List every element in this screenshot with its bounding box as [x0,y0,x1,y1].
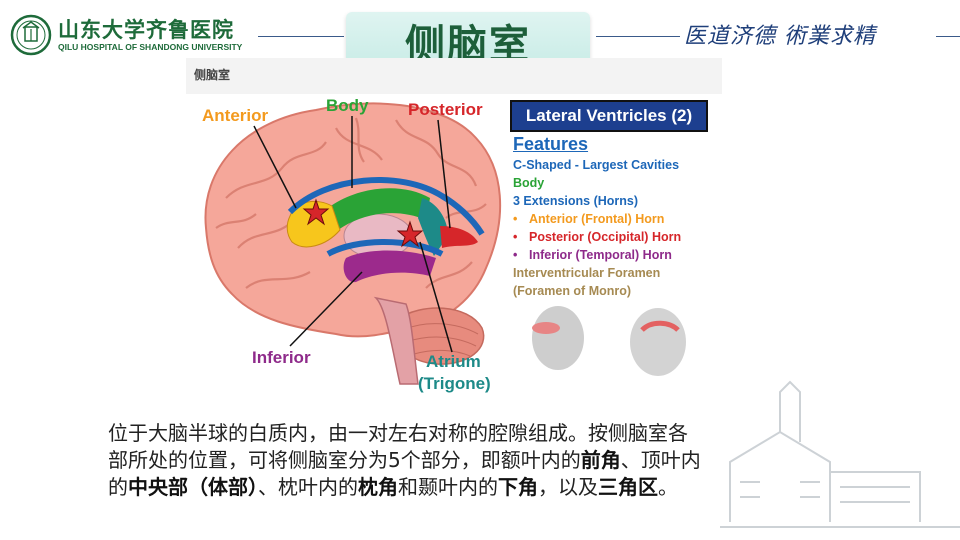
feature-body: Body [513,176,545,190]
label-anterior: Anterior [202,106,269,125]
term-trigone: 三角区 [598,475,658,499]
feature-foramen-monro: (Foramen of Monro) [513,284,632,298]
feature-anterior-horn: •Anterior (Frontal) Horn [513,212,665,226]
brain-illustration [204,102,686,385]
label-inferior: Inferior [252,348,311,367]
hospital-seal-icon [10,14,52,56]
feature-inferior-horn: •Inferior (Temporal) Horn [513,248,672,262]
line2-part-c: 、顶叶内 [620,448,701,472]
line3-part-c: 、枕叶内的 [258,475,358,499]
feature-foramen: Interventricular Foramen [513,266,661,280]
brainstem-shape [373,296,419,385]
header-divider-right [596,36,680,37]
ventricle-atrium [418,198,448,256]
label-body: Body [326,96,369,115]
description-paragraph: 位于大脑半球的白质内，由一对左右对称的腔隙组成。按侧脑室各 部所处的位置，可将侧… [108,420,818,501]
atrium-star-icon [396,220,424,248]
line3-part-a: 的 [108,475,128,499]
description-line-1: 位于大脑半球的白质内，由一对左右对称的腔隙组成。按侧脑室各 [108,421,688,445]
feature-inferior-horn-text: Inferior (Temporal) Horn [529,248,672,262]
feature-c-shaped: C-Shaped - Largest Cavities [513,158,680,172]
term-anterior-horn: 前角 [580,448,621,472]
feature-posterior-horn-text: Posterior (Occipital) Horn [529,230,682,244]
hospital-motto: 医道济德 術業求精 [684,24,876,49]
figure-header-bar: 侧脑室 [186,58,722,94]
figure-header-label: 侧脑室 [194,68,231,82]
ventricle-inferior-outline [326,239,444,257]
ventricle-anterior-horn [286,200,341,248]
line3-part-g: ，以及 [538,475,598,499]
term-inferior-horn: 下角 [498,475,538,499]
description-line-2: 部所处的位置，可将侧脑室分为5个部分，即额叶内的前角、顶叶内 [108,447,818,474]
hospital-logo: 山东大学齐鲁医院 QILU HOSPITAL OF SHANDONG UNIVE… [10,12,255,58]
feature-horns: 3 Extensions (Horns) [513,194,639,208]
line3-part-e: 和颞叶内的 [398,475,498,499]
label-posterior: Posterior [408,100,483,119]
label-trigone: (Trigone) [418,374,491,393]
label-leader-lines [253,116,453,353]
header-divider-left [258,36,344,37]
header-divider-end [936,36,960,37]
lateral-ventricle-figure: 侧脑室 [186,58,722,398]
feature-anterior-horn-text: Anterior (Frontal) Horn [529,212,665,226]
line3-part-i: 。 [658,475,678,499]
head-scan-icons [532,306,686,376]
lateral-ventricles-panel-title: Lateral Ventricles (2) [510,100,708,132]
label-atrium: Atrium [426,352,481,371]
logo-english-name: QILU HOSPITAL OF SHANDONG UNIVERSITY [58,42,243,52]
ventricle-body [328,188,430,230]
term-central-part: 中央部（体部） [128,475,258,499]
ventricle-posterior-horn [440,226,478,248]
description-line-3: 的中央部（体部）、枕叶内的枕角和颞叶内的下角，以及三角区。 [108,474,818,501]
hospital-building-sketch [720,380,960,528]
features-title: Features [513,134,589,154]
ventricle-inferior-horn [343,250,436,283]
term-posterior-horn: 枕角 [358,475,398,499]
feature-posterior-horn: •Posterior (Occipital) Horn [513,230,682,244]
logo-chinese-name: 山东大学齐鲁医院 [58,17,234,42]
ventricle-top-outline [287,177,485,236]
line2-part-a: 部所处的位置，可将侧脑室分为5个部分，即额叶内的 [108,448,581,472]
foramen-star-icon [302,198,330,226]
